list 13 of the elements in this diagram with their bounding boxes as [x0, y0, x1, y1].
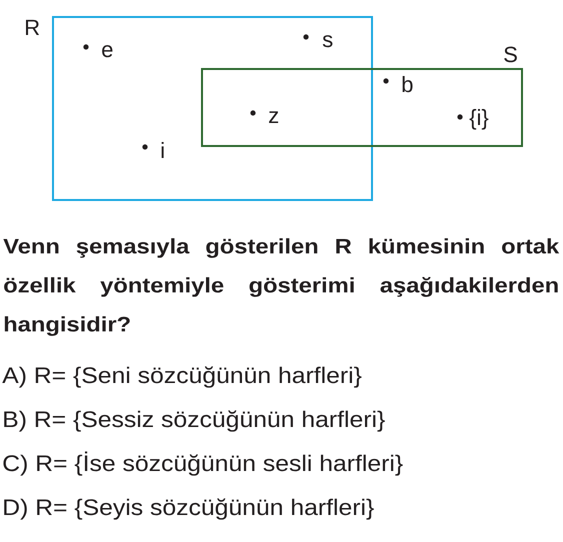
answer-option: C) R= {İse sözcüğünün sesli harfleri} [3, 451, 403, 476]
answer-option: D) R= {Seyis sözcüğünün harfleri} [4, 498, 374, 520]
element-label: e [102, 45, 112, 58]
element-label: {i} [470, 109, 488, 130]
answer-option: A) R= {Seni sözcüğünün harfleri} [2, 366, 362, 388]
element-label: i [162, 142, 164, 158]
set-name: S [504, 46, 517, 62]
answer-option: B) R= {Sessiz sözcüğünün harfleri} [4, 410, 385, 432]
element-label: z [269, 111, 278, 123]
question-text: Venn şemasıyla gösterilen R kümesinin ortak özellik yöntemiyle gösterimi aşağıdakilerden hangisidir? [3, 238, 560, 336]
element-label: s [322, 35, 332, 48]
element-label: b [402, 76, 412, 92]
set-name: R [26, 20, 40, 35]
